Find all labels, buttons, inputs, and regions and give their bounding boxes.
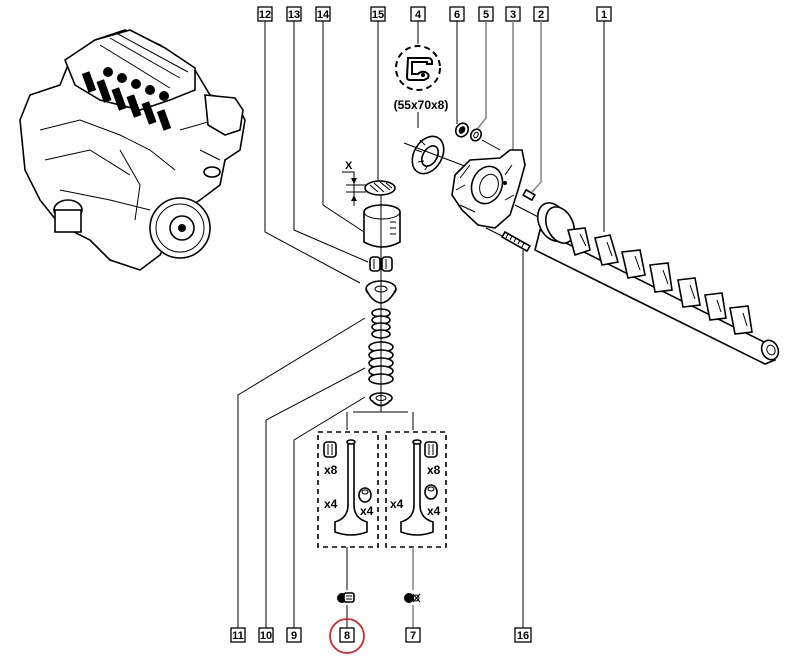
shim-dimension-label: X [345,160,353,172]
washer-5 [469,128,483,142]
ref-label-6: 6 [454,9,460,21]
ref-label-3: 3 [510,9,516,21]
ref-callout-12[interactable]: 12 [257,6,361,284]
qty-valves-right: x4 [390,497,404,511]
qty-seals-right: x4 [427,504,441,518]
ref-label-14: 14 [317,9,330,21]
ref-callout-15[interactable]: 15 [370,6,386,182]
ref-callout-9[interactable]: 9 [286,627,302,643]
ref-label-1: 1 [601,9,607,21]
part-7-clip [404,593,421,603]
camshaft [534,202,780,365]
ref-label-8: 8 [344,630,350,642]
ref-label-13: 13 [288,9,300,21]
ref-label-11: 11 [232,630,244,642]
oil-seal [411,135,445,175]
qty-keys-left: x8 [324,463,338,477]
dowel-pin [522,188,536,202]
valve-group-left: x8 x4 x4 [317,431,379,548]
ref-label-12: 12 [259,9,271,21]
ref-label-15: 15 [372,9,384,21]
bolt-16 [500,230,532,253]
ref-label-10: 10 [260,630,272,642]
valve-collets [369,256,393,272]
ref-label-16: 16 [517,630,529,642]
highlight-ring [329,618,365,654]
ref-label-4: 4 [415,9,422,21]
adjusting-shim [364,180,396,196]
tappet-bucket [363,204,401,248]
qty-keys-right: x8 [427,463,441,477]
ref-label-5: 5 [483,9,489,21]
ref-callout-11[interactable]: 11 [230,627,246,643]
ref-callout-4[interactable]: 4 [410,6,426,128]
ref-callout-16[interactable]: 16 [514,627,532,643]
ref-callout-14[interactable]: 14 [315,6,365,233]
qty-seals-left: x4 [360,504,374,518]
ref-label-9: 9 [291,630,297,642]
ref-callout-7[interactable]: 7 [405,627,421,643]
ref-callout-3[interactable]: 3 [505,6,521,150]
shim-dimension-x: X [342,160,366,206]
camshaft-housing [451,149,526,229]
nut-6 [454,122,470,138]
ref-callout-5[interactable]: 5 [477,6,494,129]
ref-callout-13[interactable]: 13 [286,6,369,263]
ref-label-2: 2 [538,9,544,21]
qty-valves-left: x4 [324,497,338,511]
engine-illustration [19,29,246,271]
part-8-clip [337,592,355,603]
ref-callout-2[interactable]: 2 [531,6,549,193]
seal-size-label: (55x70x8) [394,98,449,112]
ref-callout-8[interactable]: 8 [329,618,365,654]
ref-callout-1[interactable]: 1 [596,6,612,232]
oil-seal-detail: (55x70x8) [394,45,449,112]
ref-label-7: 7 [410,630,416,642]
ref-callout-6[interactable]: 6 [449,6,465,124]
ref-callout-10[interactable]: 10 [258,627,274,643]
valve-group-right: x8 x4 x4 [385,431,447,548]
